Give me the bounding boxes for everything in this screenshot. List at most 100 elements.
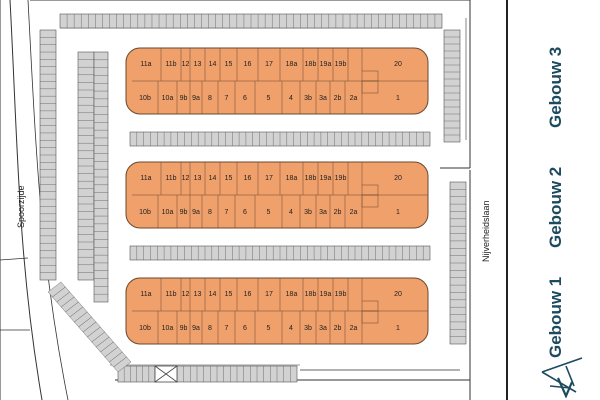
unit-label: 3a	[319, 325, 327, 332]
unit-label: 2a	[350, 95, 358, 102]
building-label-2: Gebouw 2	[546, 166, 565, 248]
unit-label: 13	[194, 291, 202, 298]
unit-label: 3b	[304, 325, 312, 332]
unit-label: 10b	[139, 209, 151, 216]
unit-label: 17	[265, 291, 273, 298]
unit-label: 19a	[320, 61, 332, 68]
unit-label: 10b	[139, 325, 151, 332]
unit-label: 1	[396, 325, 400, 332]
parking-strip-south-b	[176, 365, 298, 383]
unit-label: 16	[244, 61, 252, 68]
parking-layer	[39, 13, 467, 383]
unit-label: 6	[243, 95, 247, 102]
unit-label: 3b	[304, 95, 312, 102]
unit-label: 6	[243, 209, 247, 216]
unit-label: 19b	[335, 291, 347, 298]
unit-label: 9b	[180, 95, 188, 102]
unit-label: 13	[194, 175, 202, 182]
unit-label: 14	[209, 175, 217, 182]
unit-label: 7	[225, 95, 229, 102]
unit-label: 10a	[162, 95, 174, 102]
unit-label: 7	[225, 209, 229, 216]
gate-box	[154, 365, 178, 383]
street-label-spoorzijde: Spoorzijde	[16, 185, 26, 228]
unit-label: 2b	[334, 325, 342, 332]
parking-strip-east-bottom	[449, 181, 467, 345]
unit-label: 6	[243, 325, 247, 332]
building-label-1: Gebouw 1	[546, 276, 565, 358]
unit-label: 15	[225, 291, 233, 298]
compass-icon	[541, 357, 583, 398]
unit-label: 10a	[162, 325, 174, 332]
unit-label: 18b	[305, 175, 317, 182]
unit-label: 2b	[334, 209, 342, 216]
unit-label: 15	[225, 61, 233, 68]
unit-label: 13	[194, 61, 202, 68]
unit-label: 11a	[140, 61, 151, 68]
unit-label: 3a	[319, 209, 327, 216]
unit-label: 11b	[165, 61, 176, 68]
unit-label: 8	[208, 209, 212, 216]
unit-label: 5	[267, 325, 271, 332]
unit-label: 12	[182, 61, 190, 68]
unit-label: 10b	[139, 95, 151, 102]
unit-label: 12	[182, 175, 190, 182]
unit-label: 3a	[319, 95, 327, 102]
parking-strip-west-inner-b	[93, 51, 109, 303]
unit-label: 10a	[162, 209, 174, 216]
building-label-3: Gebouw 3	[546, 46, 565, 128]
unit-label: 14	[209, 291, 217, 298]
unit-label: 5	[267, 95, 271, 102]
parking-strip-east-top	[443, 29, 461, 143]
unit-label: 15	[225, 175, 233, 182]
legend-sidebar: Gebouw 3 Gebouw 2 Gebouw 1	[506, 0, 600, 400]
unit-label: 11a	[140, 175, 151, 182]
unit-label: 18a	[286, 291, 298, 298]
unit-label: 8	[208, 95, 212, 102]
unit-label: 2a	[350, 325, 358, 332]
unit-label: 11a	[140, 291, 151, 298]
unit-label: 2b	[334, 95, 342, 102]
unit-label: 9a	[192, 325, 200, 332]
unit-label: 4	[289, 95, 293, 102]
unit-label: 8	[208, 325, 212, 332]
unit-label: 3b	[304, 209, 312, 216]
unit-label: 5	[267, 209, 271, 216]
unit-label: 4	[289, 325, 293, 332]
unit-label: 9a	[192, 209, 200, 216]
site-outline	[0, 0, 471, 400]
unit-label: 19b	[335, 61, 347, 68]
unit-label: 18a	[286, 61, 298, 68]
unit-label: 19a	[320, 175, 332, 182]
unit-label: 14	[209, 61, 217, 68]
unit-label: 11b	[165, 291, 176, 298]
unit-label: 20	[394, 175, 402, 182]
parking-strip-top	[59, 13, 443, 29]
unit-label: 18b	[305, 61, 317, 68]
unit-label: 11b	[165, 175, 176, 182]
parking-strip-mid-1	[129, 131, 431, 147]
unit-label: 19a	[320, 291, 332, 298]
unit-label: 20	[394, 61, 402, 68]
unit-label: 16	[244, 175, 252, 182]
parking-strip-southwest	[47, 281, 132, 373]
street-label-nijverheidslaan: Nijverheidslaan	[481, 200, 491, 262]
parking-strip-west-inner-a	[77, 51, 95, 281]
unit-label: 9a	[192, 95, 200, 102]
unit-label: 12	[182, 291, 190, 298]
unit-label: 19b	[335, 175, 347, 182]
parking-strip-south-a	[117, 365, 156, 383]
unit-label: 9b	[180, 209, 188, 216]
unit-label: 9b	[180, 325, 188, 332]
unit-label: 17	[265, 61, 273, 68]
unit-label: 1	[396, 95, 400, 102]
parking-strip-west	[39, 29, 57, 281]
unit-label: 16	[244, 291, 252, 298]
unit-label: 2a	[350, 209, 358, 216]
unit-label: 20	[394, 291, 402, 298]
